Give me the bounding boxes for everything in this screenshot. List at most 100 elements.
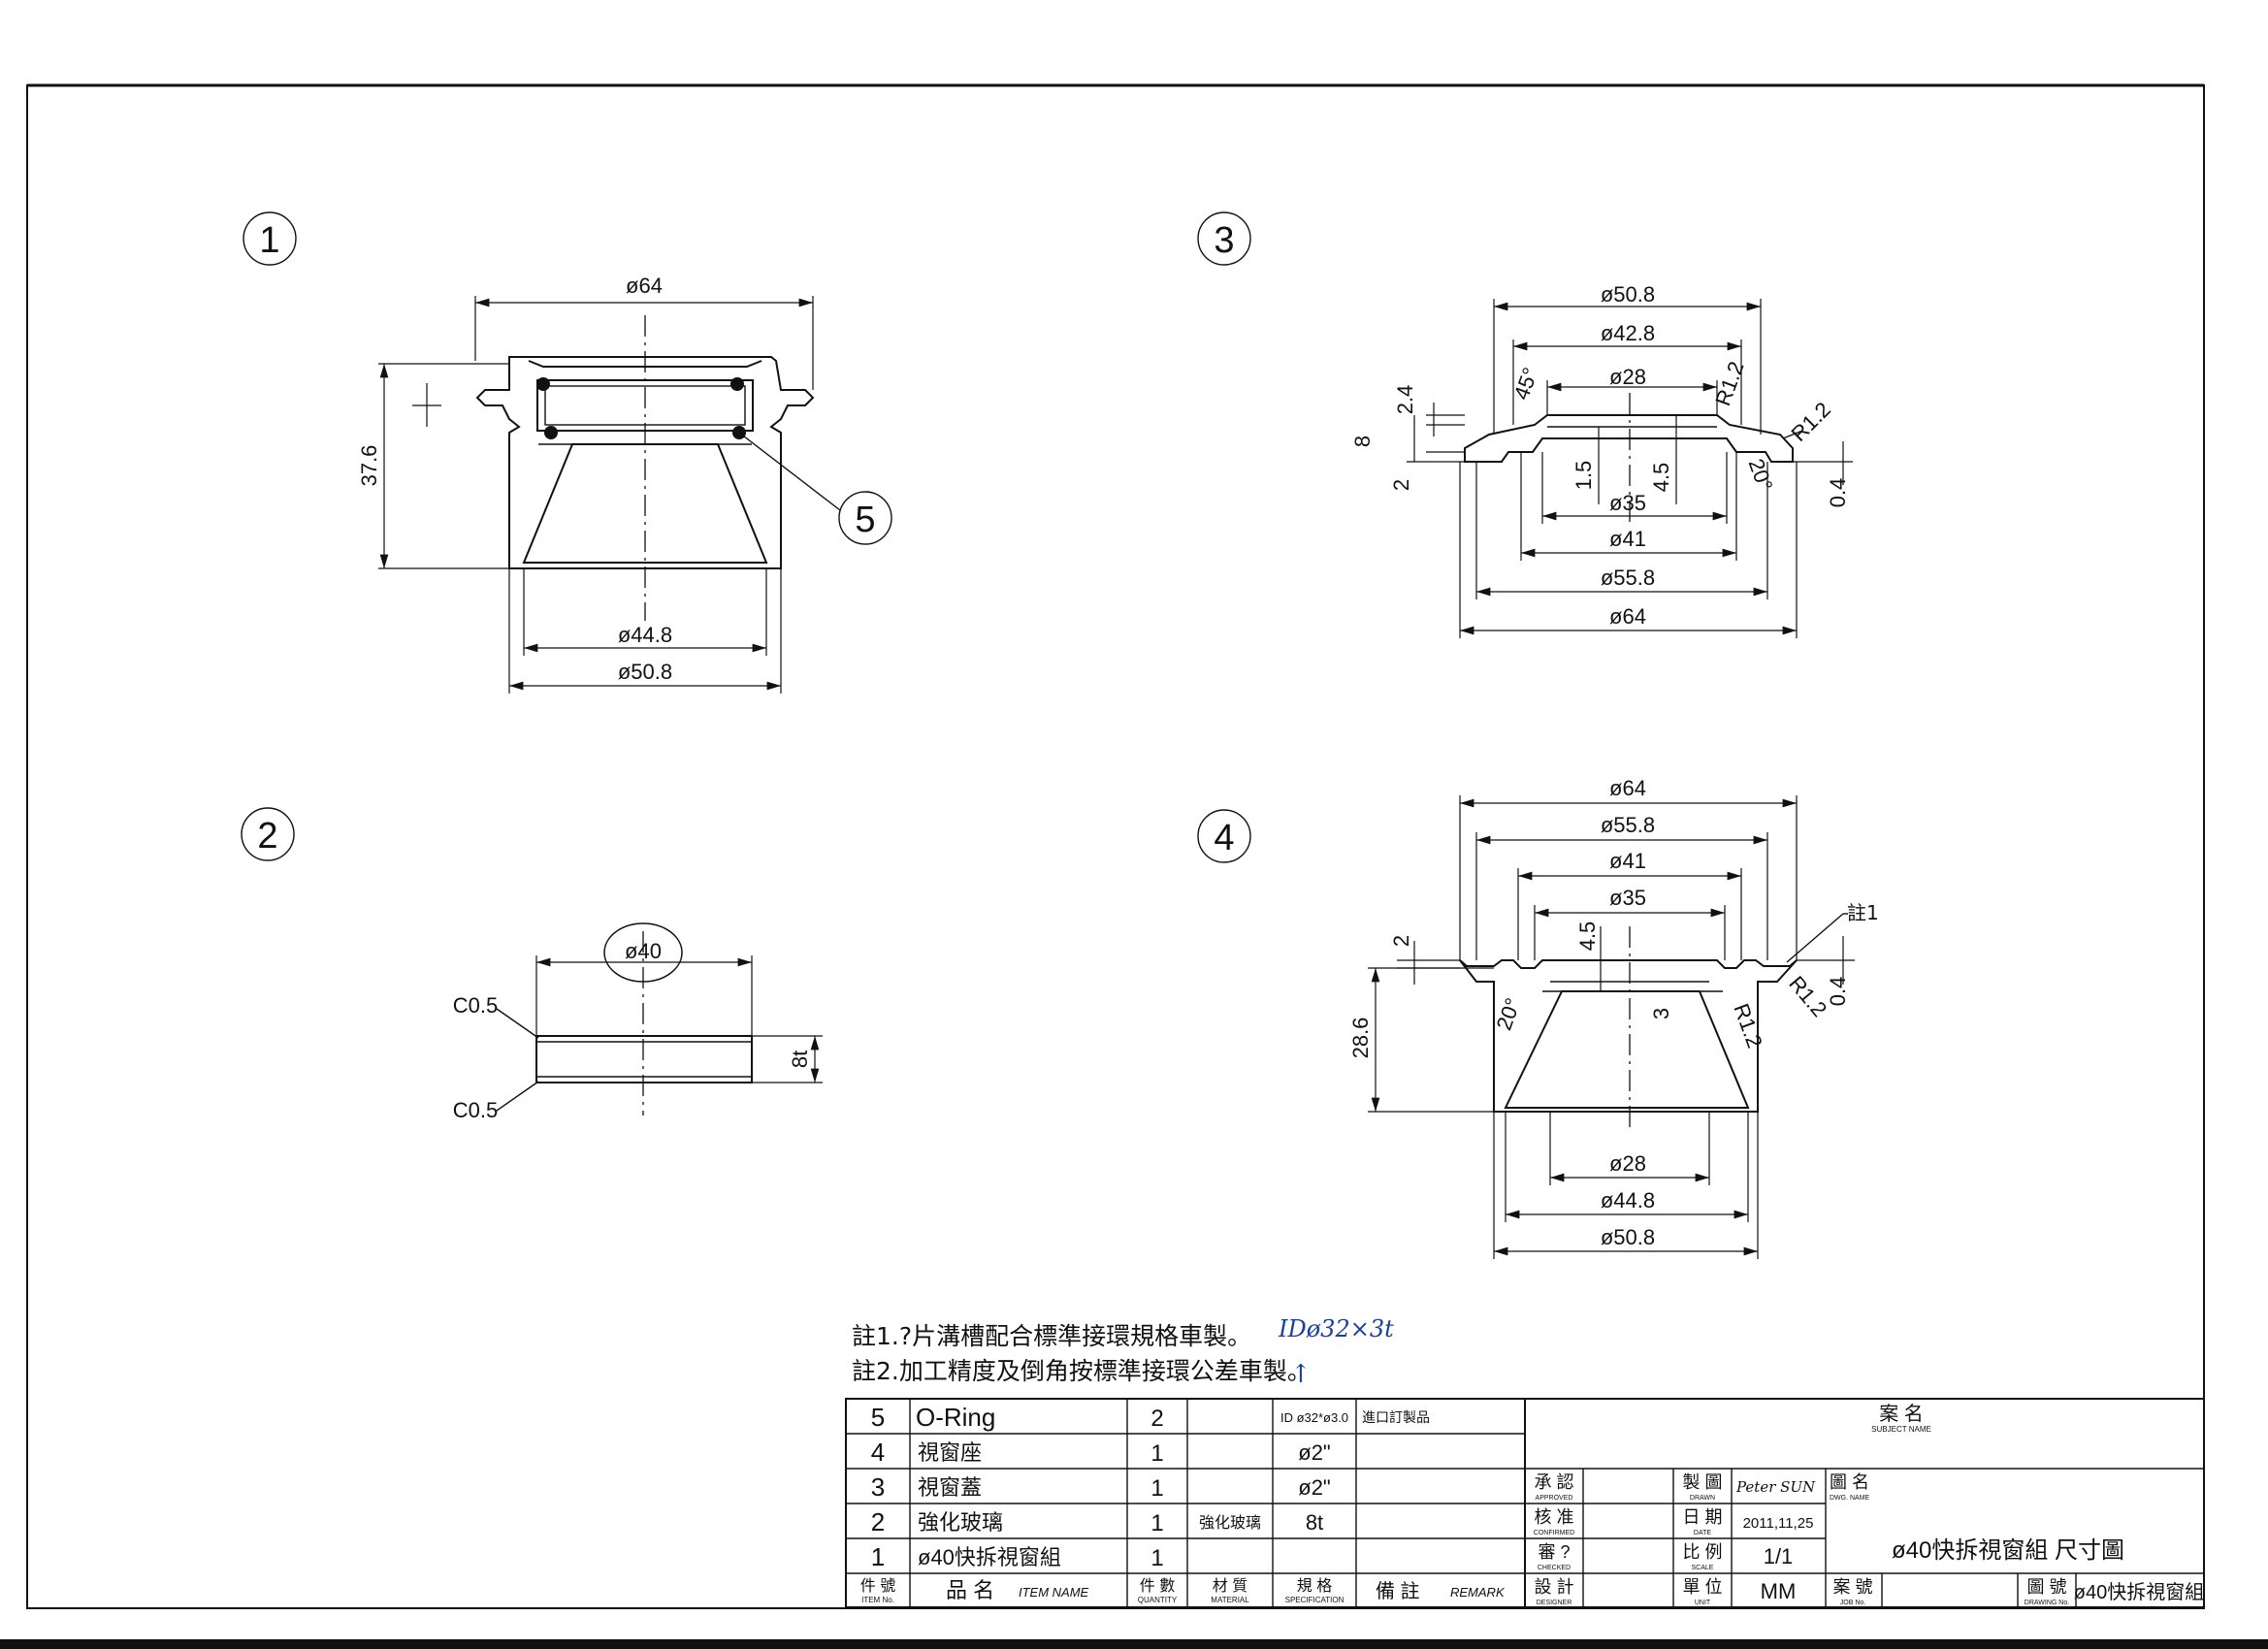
tb-dwg-no: 圖 號 (2026, 1577, 2066, 1597)
bom-row1-qty: 1 (1150, 1545, 1163, 1571)
bom-row3-name: 視窗蓋 (918, 1475, 982, 1500)
balloon-1-label: 1 (259, 220, 279, 261)
bom-row3-qty: 1 (1150, 1475, 1163, 1502)
view-2-glass: 2 ø40 8t C0.5 C0.5 (241, 807, 823, 1122)
view-1-dim-mid: ø44.8 (618, 623, 672, 647)
view-4-dim-h2: 2 (1389, 935, 1413, 947)
tb-designer-en: DESIGNER (1537, 1600, 1572, 1606)
view-2-dim-dia: ø40 (625, 939, 662, 963)
balloon-3 (1197, 211, 1251, 266)
o-ring-left-bottom (544, 426, 558, 439)
bom-row3-no: 3 (871, 1472, 885, 1502)
note-2: 註2.加工精度及倒角按標準接環公差車製。 (852, 1357, 1312, 1385)
handwritten-spec: IDø32×3t (1278, 1315, 1394, 1342)
bom-row3-spec: ø2" (1298, 1475, 1330, 1500)
bom-header-spec: 規 格 (1297, 1577, 1332, 1595)
tb-unit-value: MM (1761, 1579, 1797, 1603)
tb-dwg-name-value: ø40快拆視窗組 尺寸圖 (1892, 1537, 2124, 1564)
view-4-dim-h45: 4.5 (1575, 922, 1600, 952)
bom-row1-name: ø40快拆視窗組 (918, 1545, 1061, 1569)
view-4-angle20: 20° (1492, 995, 1526, 1034)
view-3-profile (1464, 414, 1794, 463)
view-3-dim-h15: 1.5 (1571, 461, 1596, 491)
tb-dwg-name: 圖 名 (1830, 1472, 1869, 1492)
view-1-outline (475, 356, 815, 569)
bom-header-no: 件 號 (860, 1577, 895, 1595)
bom-row2-spec: 8t (1306, 1510, 1323, 1535)
handwritten-arrow: ↑ (1290, 1360, 1312, 1389)
view-4-dim-d7: ø50.8 (1601, 1225, 1655, 1249)
view-2-glass-body (535, 1035, 753, 1083)
view-4-dim-h286: 28.6 (1348, 1018, 1373, 1059)
bom-row4-spec: ø2" (1298, 1440, 1330, 1465)
bom-header-material: 材 質 (1213, 1577, 1247, 1595)
balloon-4 (1197, 809, 1251, 863)
view-3-dim-h24: 2.4 (1393, 385, 1417, 415)
tb-date: 日 期 (1682, 1507, 1722, 1527)
title-block: 案 名 SUBJECT NAME 承 認 APPROVED 核 准 CONFIR… (1524, 1398, 2205, 1608)
view-3-dim-h04: 0.4 (1826, 478, 1850, 508)
hand-circle (603, 922, 683, 983)
tb-checked: 審 ? (1538, 1542, 1570, 1562)
bom-header-qty: 件 數 (1140, 1577, 1175, 1595)
bom-row2-name: 強化玻璃 (918, 1510, 1003, 1535)
view-3-dim-d5: ø41 (1609, 527, 1646, 551)
view-1-dim-height: 37.6 (357, 445, 381, 487)
bom-row4-name: 視窗座 (918, 1440, 982, 1465)
tb-job: 案 號 (1832, 1577, 1872, 1597)
view-4-dim-d3: ø41 (1609, 849, 1646, 873)
tb-scale-value: 1/1 (1764, 1544, 1794, 1568)
view-4-seat: 4 ø64 ø55.8 ø41 ø35 ø28 ø44.8 (1197, 776, 1879, 1259)
tb-designer: 設 計 (1534, 1577, 1573, 1597)
bom-header-name: 品 名 (946, 1578, 994, 1602)
bom-row5-remark: 進口訂製品 (1362, 1409, 1430, 1425)
view-1-dim-bottom: ø50.8 (618, 660, 672, 684)
view-4-dim-d4: ø35 (1609, 886, 1646, 910)
view-4-dim-d2: ø55.8 (1601, 813, 1655, 837)
view-4-dim-h04: 0.4 (1826, 977, 1850, 1007)
view-3-angle45: 45° (1509, 365, 1543, 404)
balloon-2 (241, 807, 295, 861)
tb-subject-en: SUBJECT NAME (1871, 1425, 1931, 1434)
view-3-r2: R1.2 (1786, 397, 1835, 446)
bom-header-material-en: MATERIAL (1211, 1596, 1249, 1604)
view-3-r1: R1.2 (1710, 358, 1748, 408)
balloon-3-label: 3 (1214, 220, 1234, 261)
note-1-leader (1786, 913, 1844, 963)
tb-confirmed-en: CONFIRMED (1534, 1530, 1574, 1536)
view-4-dim-d5: ø28 (1609, 1151, 1646, 1176)
bom-row1-no: 1 (871, 1542, 885, 1571)
view-4-note: 註1 (1847, 901, 1879, 924)
bom-row4-qty: 1 (1150, 1440, 1163, 1467)
balloon-2-label: 2 (257, 816, 277, 857)
tb-checked-en: CHECKED (1538, 1565, 1571, 1571)
tb-confirmed: 核 准 (1534, 1507, 1573, 1527)
bom-header-remark: 備 註 (1376, 1580, 1420, 1602)
tb-drawn: 製 圖 (1682, 1472, 1722, 1492)
tb-approved: 承 認 (1534, 1472, 1573, 1492)
bom-header-spec-en: SPECIFICATION (1285, 1596, 1345, 1604)
tb-approved-en: APPROVED (1536, 1495, 1573, 1502)
note-1: 註1.?片溝槽配合標準接環規格車製。 (852, 1322, 1251, 1350)
tb-date-value: 2011,11,25 (1743, 1515, 1814, 1532)
view-4-dim-h3: 3 (1649, 1008, 1673, 1019)
tb-dwg-name-en: DWG. NAME (1830, 1495, 1870, 1502)
bom-header-no-en: ITEM No. (861, 1596, 894, 1604)
view-1-dim-top: ø64 (626, 274, 663, 298)
bom-row5-spec: ID ø32*ø3.0 (1280, 1410, 1348, 1425)
bom-row4-no: 4 (871, 1438, 885, 1467)
scan-edge-bottom (0, 1639, 2268, 1649)
view-3-dim-d7: ø64 (1609, 604, 1646, 629)
bom-table: 5 O-Ring 2 ID ø32*ø3.0 進口訂製品 4 視窗座 1 ø2"… (845, 1398, 1526, 1608)
view-4-r2: R1.2 (1784, 971, 1831, 1021)
view-4-profile (1459, 959, 1798, 1113)
callout-5-leader (738, 432, 841, 511)
view-3-dim-d6: ø55.8 (1601, 566, 1655, 590)
view-3-dim-d3: ø28 (1609, 365, 1646, 389)
tb-scale: 比 例 (1682, 1542, 1722, 1562)
balloon-1 (243, 211, 297, 266)
view-3-dim-h45: 4.5 (1649, 463, 1673, 493)
bom-row5-no: 5 (871, 1403, 885, 1432)
o-ring-right-top (730, 377, 744, 391)
